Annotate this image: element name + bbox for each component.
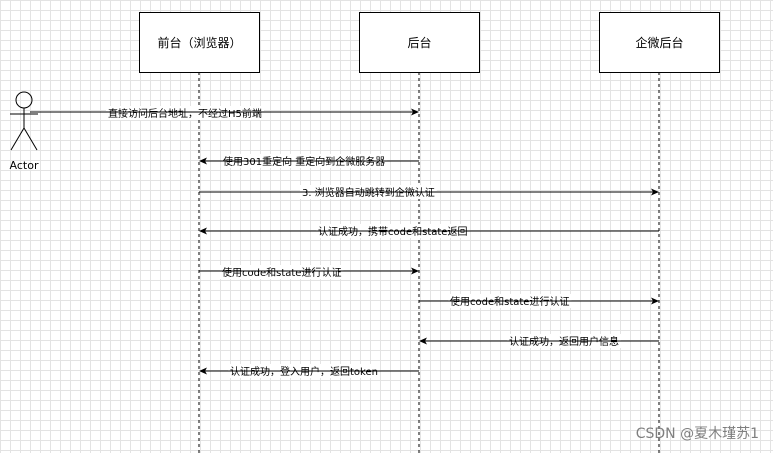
participant-wecom: 企微后台 — [599, 12, 720, 73]
message-2-label: 使用301重定向 重定向到企微服务器 — [223, 155, 385, 168]
message-8: 认证成功，登入用户，返回token — [199, 364, 419, 378]
message-6: 使用code和state进行认证 — [419, 294, 659, 308]
message-5-label: 使用code和state进行认证 — [222, 266, 341, 279]
message-2: 使用301重定向 重定向到企微服务器 — [199, 154, 419, 168]
message-6-label: 使用code和state进行认证 — [450, 295, 569, 308]
message-1-label: 直接访问后台地址，不经过H5前端 — [108, 107, 262, 120]
csdn-watermark: CSDN @夏木瑾苏1 — [635, 426, 759, 442]
message-8-label: 认证成功，登入用户，返回token — [230, 365, 378, 378]
message-4-label: 认证成功，携带code和state返回 — [318, 225, 467, 238]
message-3-label: 3. 浏览器自动跳转到企微认证 — [302, 186, 435, 199]
participant-backend: 后台 — [359, 12, 480, 73]
message-1: 直接访问后台地址，不经过H5前端 — [30, 106, 419, 120]
message-4: 认证成功，携带code和state返回 — [199, 224, 659, 238]
participant-frontend: 前台（浏览器） — [139, 12, 260, 73]
participant-frontend-label: 前台（浏览器） — [157, 35, 241, 50]
actor-figure: Actor — [10, 91, 39, 172]
participant-wecom-label: 企微后台 — [635, 35, 683, 50]
participant-backend-label: 后台 — [407, 35, 431, 50]
message-7: 认证成功，返回用户信息 — [419, 334, 659, 348]
actor-label: Actor — [10, 159, 39, 172]
message-5: 使用code和state进行认证 — [199, 265, 419, 279]
message-7-label: 认证成功，返回用户信息 — [509, 335, 619, 348]
message-3: 3. 浏览器自动跳转到企微认证 — [199, 185, 659, 199]
